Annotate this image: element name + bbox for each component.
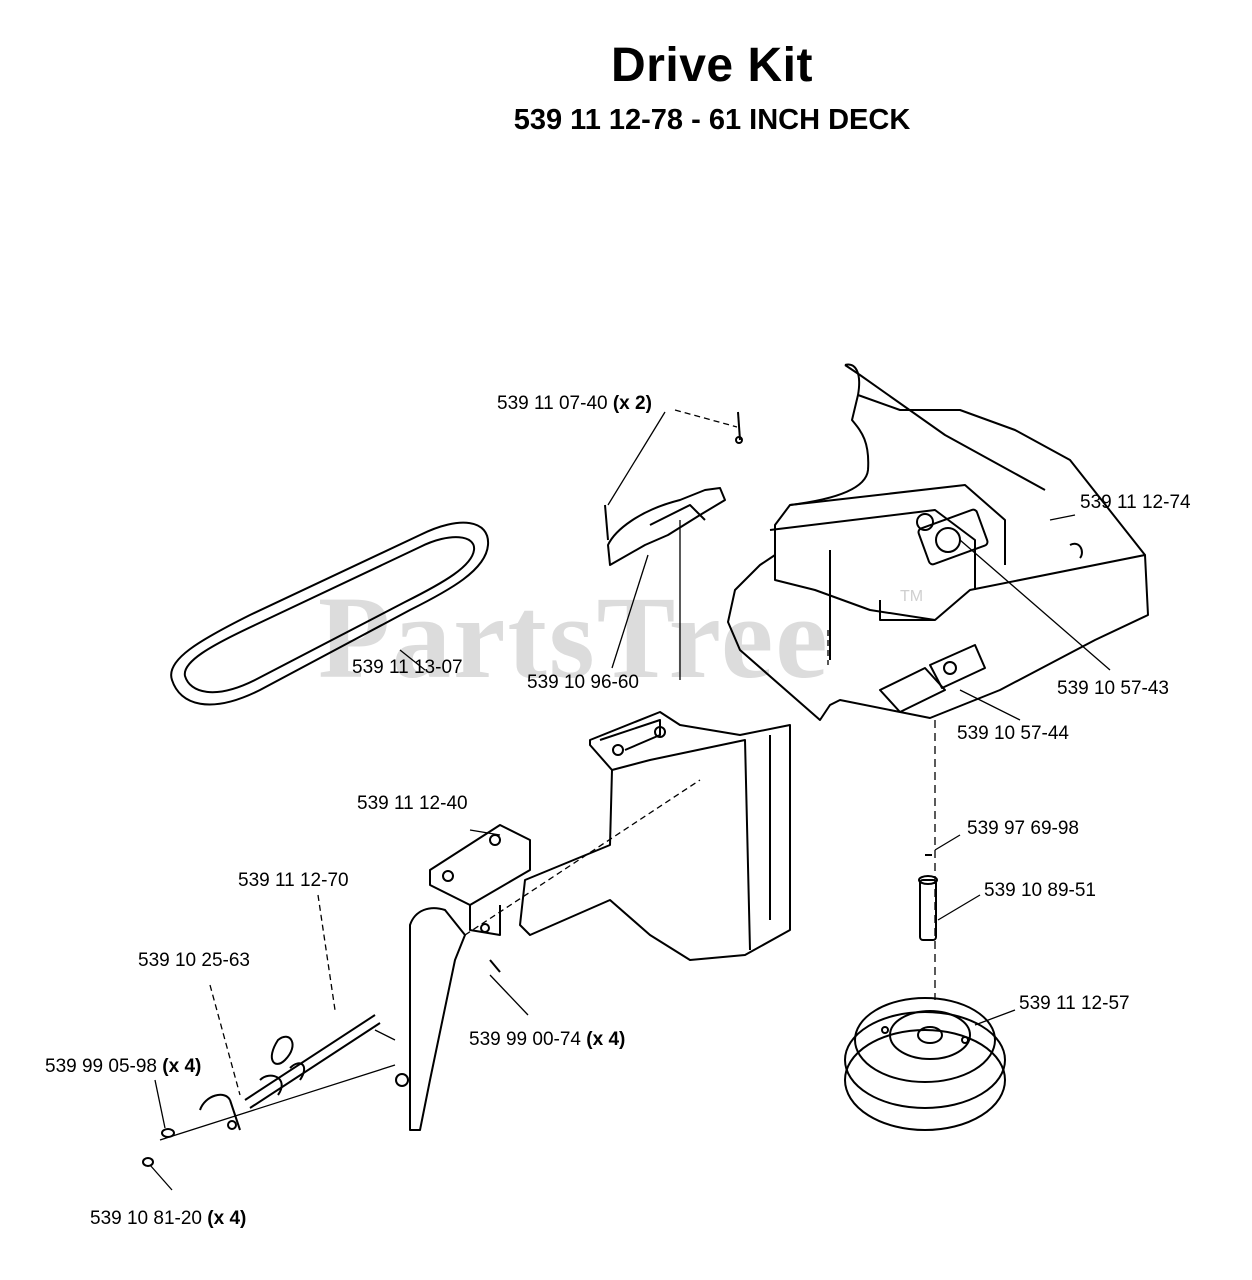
cover-bracket-drawing: [519, 711, 791, 961]
part-label-539-11-12-57: 539 11 12-57: [1019, 993, 1130, 1014]
pulley-drawing: [844, 997, 1006, 1131]
part-label-539-10-81-20: 539 10 81-20 (x 4): [90, 1208, 247, 1229]
part-label-539-10-57-43: 539 10 57-43: [1057, 678, 1169, 699]
part-label-539-10-57-44: 539 10 57-44: [957, 723, 1069, 744]
part-label-539-97-69-98: 539 97 69-98: [967, 818, 1079, 839]
part-label-539-99-05-98: 539 99 05-98 (x 4): [45, 1056, 202, 1077]
watermark-logo: PartsTree: [318, 572, 830, 703]
handle-drawing: [395, 907, 466, 1131]
spacer-drawing: [918, 854, 938, 941]
part-label-539-10-25-63: 539 10 25-63: [138, 950, 250, 971]
part-label-539-11-13-07: 539 11 13-07: [352, 657, 463, 678]
part-label-539-11-12-74: 539 11 12-74: [1080, 492, 1191, 513]
lever-drawing: [604, 411, 743, 566]
part-label-539-11-12-70: 539 11 12-70: [238, 870, 349, 891]
watermark-tm: TM: [900, 588, 924, 605]
small-bracket-drawing: [429, 824, 531, 936]
part-label-539-11-07-40: 539 11 07-40 (x 2): [497, 393, 652, 414]
diagram-title: Drive Kit: [611, 39, 813, 92]
diagram-subtitle: 539 11 12-78 - 61 INCH DECK: [513, 104, 911, 136]
leader-lines: [149, 409, 1111, 1191]
deck-bracket-drawing: [727, 363, 1149, 721]
part-label-539-11-12-40: 539 11 12-40: [357, 793, 468, 814]
drive-belt-drawing: [170, 521, 490, 706]
part-label-539-10-96-60: 539 10 96-60: [527, 672, 639, 693]
part-label-539-10-89-51: 539 10 89-51: [984, 880, 1096, 901]
part-label-539-99-00-74: 539 99 00-74 (x 4): [469, 1029, 626, 1050]
